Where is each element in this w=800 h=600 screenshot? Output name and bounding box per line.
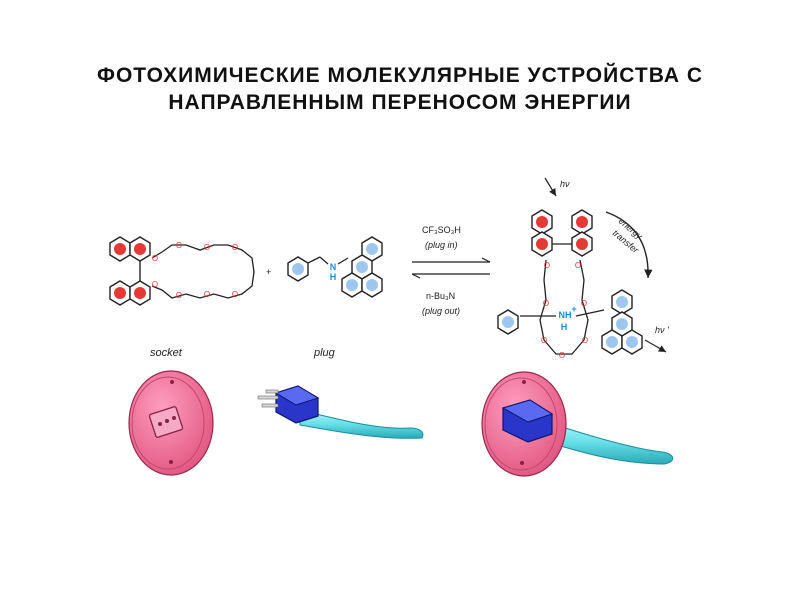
oxygen-label: O bbox=[559, 351, 565, 360]
reverse-reagent: n-Bu₃N bbox=[426, 291, 455, 301]
amine-nitrogen: N bbox=[330, 262, 337, 272]
ammonium-hydrogen: H bbox=[561, 322, 568, 332]
oxygen-label: O bbox=[581, 299, 587, 308]
oxygen-label: O bbox=[543, 299, 549, 308]
oxygen-label: O bbox=[204, 290, 210, 299]
plug-caption: plug bbox=[313, 347, 336, 359]
oxygen-label: O bbox=[541, 336, 547, 345]
socket-caption: socket bbox=[150, 347, 183, 359]
oxygen-label: O bbox=[544, 261, 550, 270]
ammonium-label: NH bbox=[559, 310, 572, 320]
plus-sign: + bbox=[266, 267, 271, 277]
crown-ether-molecule: O O O O O O O O bbox=[109, 236, 255, 306]
oxygen-label: O bbox=[204, 243, 210, 252]
title-line-1: ФОТОХИМИЧЕСКИЕ МОЛЕКУЛЯРНЫЕ УСТРОЙСТВА С bbox=[97, 64, 703, 87]
plug-illustration bbox=[257, 385, 424, 439]
oxygen-label: O bbox=[176, 241, 182, 250]
forward-note: (plug in) bbox=[425, 240, 458, 250]
title-line-2: НАПРАВЛЕННЫМ ПЕРЕНОСОМ ЭНЕРГИИ bbox=[168, 91, 632, 114]
oxygen-label: O bbox=[582, 336, 588, 345]
forward-reagent: CF₃SO₃H bbox=[422, 225, 461, 235]
amine-hydrogen: H bbox=[330, 272, 337, 282]
hv-out-label: hν ' bbox=[655, 325, 669, 335]
reverse-note: (plug out) bbox=[422, 306, 460, 316]
socket-illustration bbox=[128, 370, 214, 476]
oxygen-label: O bbox=[232, 290, 238, 299]
oxygen-label: O bbox=[176, 291, 182, 300]
oxygen-label: O bbox=[575, 261, 581, 270]
hv-in-label: hν bbox=[560, 179, 570, 189]
oxygen-label: O bbox=[152, 280, 158, 289]
ammonium-charge: + bbox=[571, 304, 576, 314]
binaphthyl-bottom bbox=[109, 280, 151, 306]
page-title: ФОТОХИМИЧЕСКИЕ МОЛЕКУЛЯРНЫЕ УСТРОЙСТВА С… bbox=[0, 62, 800, 116]
plugged-socket-illustration bbox=[481, 371, 674, 477]
oxygen-label: O bbox=[232, 243, 238, 252]
oxygen-label: O bbox=[152, 254, 158, 263]
binaphthyl-top bbox=[109, 236, 151, 262]
pseudorotaxane-complex: hν O O O O O O O NH + H bbox=[497, 177, 669, 360]
equilibrium-arrows: CF₃SO₃H (plug in) n-Bu₃N (plug out) bbox=[411, 225, 491, 316]
amine-plug-molecule: N H bbox=[287, 236, 383, 298]
